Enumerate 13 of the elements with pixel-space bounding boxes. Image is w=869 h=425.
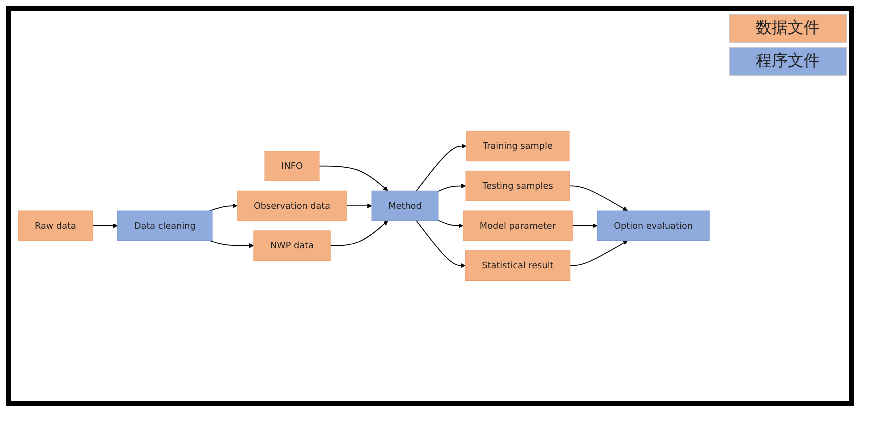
process-box: Statistical result: [465, 250, 571, 281]
process-box: Testing samples: [466, 170, 570, 202]
process-box: Option evaluation: [597, 210, 710, 242]
process-box: Training sample: [466, 131, 570, 162]
process-box: Raw data: [18, 210, 94, 242]
process-box: Data cleaning: [118, 210, 213, 242]
process-box: Method: [372, 190, 439, 222]
legend-swatch: 程序文件: [729, 47, 847, 76]
process-box: NWP data: [254, 230, 331, 262]
process-box: Observation data: [237, 190, 348, 222]
legend-swatch: 数据文件: [729, 14, 847, 43]
process-box: Model parameter: [463, 210, 573, 242]
process-box: INFO: [264, 150, 320, 182]
